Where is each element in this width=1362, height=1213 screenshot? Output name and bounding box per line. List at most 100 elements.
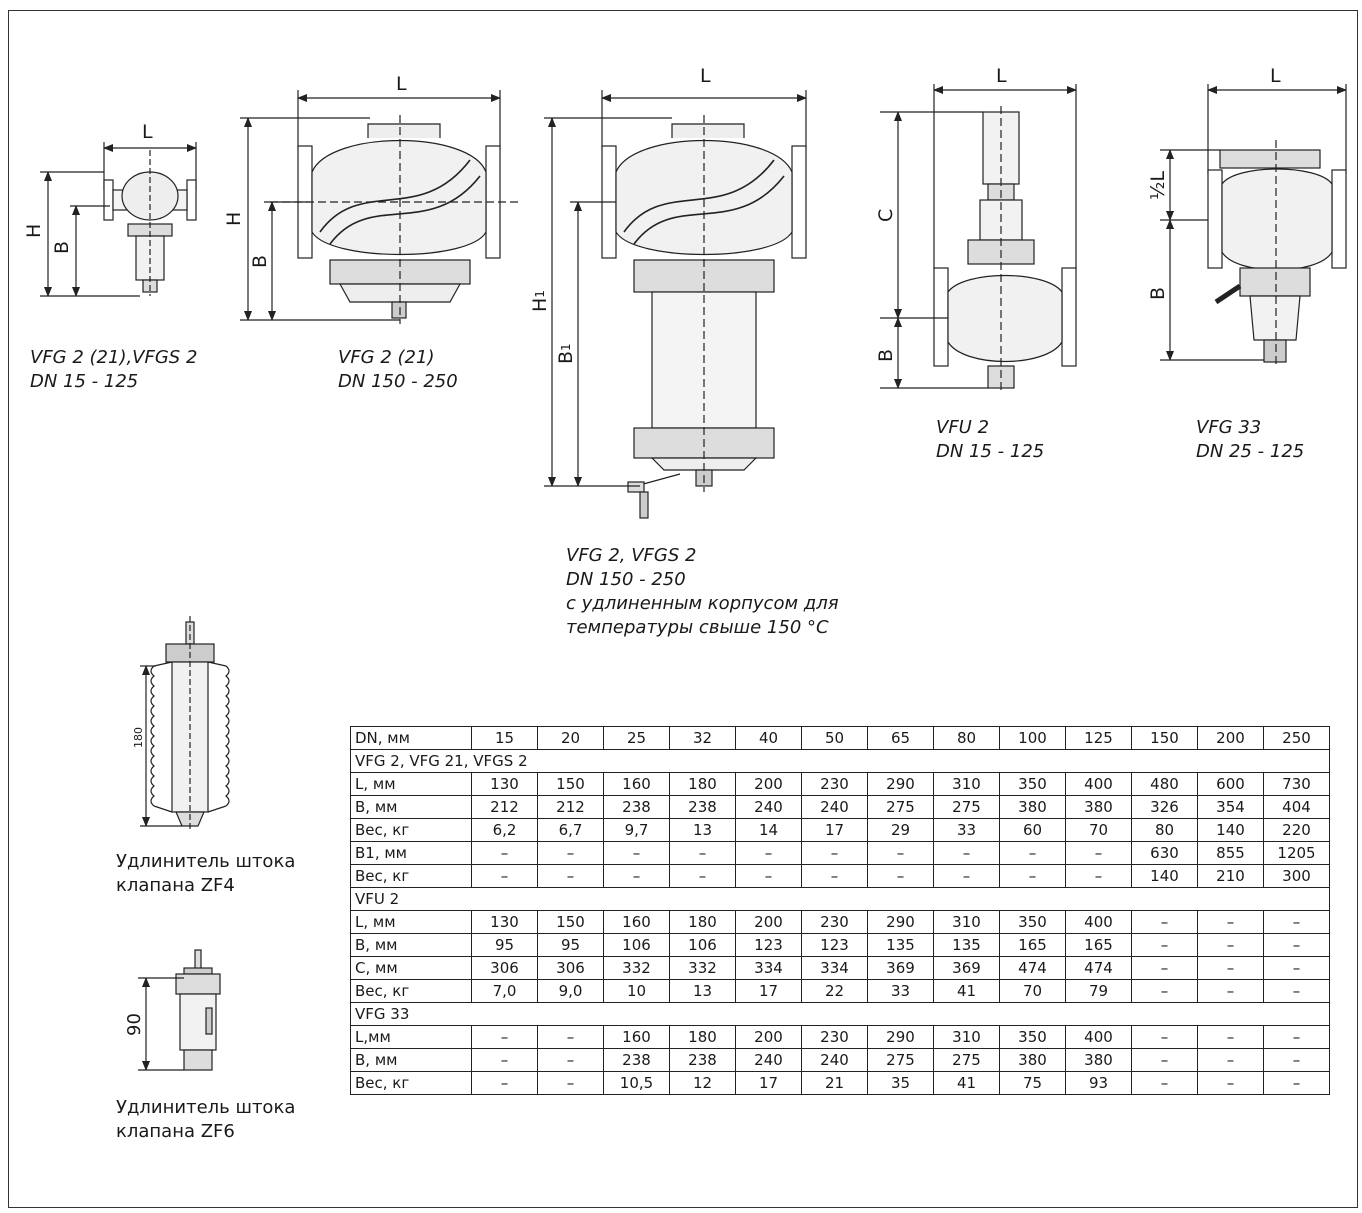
table-cell: 200 (735, 1025, 802, 1049)
table-cell: – (1263, 1048, 1330, 1072)
table-cell: 200 (735, 772, 802, 796)
table-cell: – (1131, 1025, 1198, 1049)
row-label: Вес, кг (350, 864, 472, 888)
table-cell: 630 (1131, 841, 1198, 865)
table-cell: 150 (537, 772, 604, 796)
table-cell: – (1131, 933, 1198, 957)
table-cell: 180 (669, 1025, 736, 1049)
table-cell: 35 (867, 1071, 934, 1095)
table-cell: 238 (603, 795, 670, 819)
table-cell: 306 (537, 956, 604, 980)
table-cell: 404 (1263, 795, 1330, 819)
table-cell: – (537, 1048, 604, 1072)
table-cell: 326 (1131, 795, 1198, 819)
table-cell: – (1197, 1071, 1264, 1095)
row-label: DN, мм (350, 726, 472, 750)
dim-label-l: L (1270, 65, 1281, 87)
dim-label-h1: H1 (529, 290, 551, 312)
table-cell: 474 (999, 956, 1066, 980)
table-cell: 123 (735, 933, 802, 957)
table-cell: 230 (801, 1025, 868, 1049)
table-cell: 310 (933, 910, 1000, 934)
table-cell: 29 (867, 818, 934, 842)
valve-drawing-vfg2-extended (544, 90, 807, 519)
table-cell: – (999, 841, 1066, 865)
row-label: B1, мм (350, 841, 472, 865)
table-cell: 10,5 (603, 1071, 670, 1095)
table-cell: 210 (1197, 864, 1264, 888)
table-cell: 310 (933, 772, 1000, 796)
table-cell: 165 (999, 933, 1066, 957)
table-cell: 354 (1197, 795, 1264, 819)
table-cell: 334 (801, 956, 868, 980)
table-cell: – (1197, 979, 1264, 1003)
table-cell: 130 (471, 772, 538, 796)
table-cell: 290 (867, 772, 934, 796)
table-cell: 290 (867, 1025, 934, 1049)
table-cell: 130 (471, 910, 538, 934)
table-cell: 480 (1131, 772, 1198, 796)
table-cell: 306 (471, 956, 538, 980)
table-cell: – (1065, 841, 1132, 865)
table-cell: 730 (1263, 772, 1330, 796)
table-cell: – (1197, 1025, 1264, 1049)
table-cell: – (867, 864, 934, 888)
table-cell: 369 (867, 956, 934, 980)
dim-label-b: B (875, 349, 897, 362)
table-cell: 400 (1065, 910, 1132, 934)
caption-zf6: Удлинитель штока клапана ZF6 (116, 1097, 296, 1142)
caption-vfg2-extended: VFG 2, VFGS 2 DN 150 - 250 с удлиненным … (566, 545, 839, 638)
table-cell: 25 (603, 726, 670, 750)
table-cell: 230 (801, 772, 868, 796)
table-cell: 95 (537, 933, 604, 957)
caption-vfg33: VFG 33 DN 25 - 125 (1196, 417, 1305, 462)
table-cell: 165 (1065, 933, 1132, 957)
dim-label-l: L (396, 73, 407, 95)
table-cell: 240 (735, 795, 802, 819)
dim-label-90: 90 (124, 1013, 145, 1036)
table-cell: 230 (801, 910, 868, 934)
table-cell: 240 (801, 795, 868, 819)
table-cell: – (537, 841, 604, 865)
table-cell: – (471, 1071, 538, 1095)
table-cell: 9,0 (537, 979, 604, 1003)
table-cell: – (1131, 1071, 1198, 1095)
table-cell: 238 (669, 1048, 736, 1072)
row-label: C, мм (350, 956, 472, 980)
table-cell: 238 (669, 795, 736, 819)
table-cell: 275 (933, 1048, 1000, 1072)
table-cell: 238 (603, 1048, 670, 1072)
table-cell: – (1131, 1048, 1198, 1072)
table-cell: 95 (471, 933, 538, 957)
table-cell: 40 (735, 726, 802, 750)
table-cell: 125 (1065, 726, 1132, 750)
table-cell: 200 (1197, 726, 1264, 750)
table-cell: 135 (933, 933, 1000, 957)
row-label: Вес, кг (350, 979, 472, 1003)
table-cell: – (471, 1048, 538, 1072)
table-cell: – (1263, 956, 1330, 980)
table-cell: 6,7 (537, 818, 604, 842)
table-cell: 334 (735, 956, 802, 980)
table-cell: 135 (867, 933, 934, 957)
table-cell: 32 (669, 726, 736, 750)
table-cell: 380 (1065, 795, 1132, 819)
table-cell: 290 (867, 910, 934, 934)
table-cell: 10 (603, 979, 670, 1003)
stem-extension-zf4-drawing (140, 616, 230, 832)
table-cell: 600 (1197, 772, 1264, 796)
table-cell: – (1131, 956, 1198, 980)
table-cell: 160 (603, 772, 670, 796)
table-cell: 212 (471, 795, 538, 819)
table-cell: – (471, 1025, 538, 1049)
table-cell: 220 (1263, 818, 1330, 842)
table-cell: 7,0 (471, 979, 538, 1003)
table-cell: – (1197, 910, 1264, 934)
table-cell: – (603, 864, 670, 888)
dim-label-b: B (1147, 287, 1169, 300)
table-cell: – (1263, 910, 1330, 934)
